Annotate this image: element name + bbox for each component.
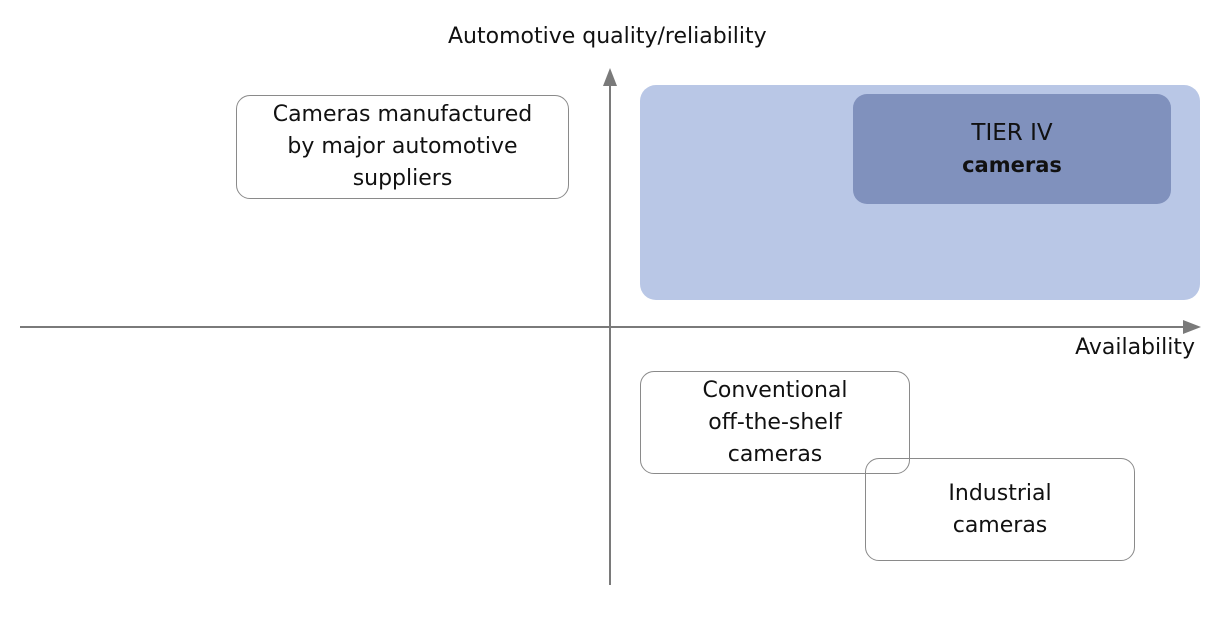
- tier4-title: TIER IV: [971, 120, 1053, 146]
- y-axis-arrowhead: [603, 68, 617, 86]
- major-suppliers-box: Cameras manufactured by major automotive…: [236, 95, 569, 199]
- box-text-line: cameras: [727, 441, 823, 467]
- tier4-cameras-box: TIER IV cameras: [853, 94, 1171, 204]
- conventional-cameras-box: Conventional off-the-shelf cameras: [640, 371, 910, 474]
- industrial-cameras-box: Industrial cameras: [865, 458, 1135, 561]
- box-text-line: off-the-shelf: [708, 409, 842, 435]
- x-axis-label: Availability: [1075, 335, 1195, 360]
- box-text-line: Conventional: [702, 377, 848, 403]
- x-axis-arrowhead: [1183, 320, 1201, 334]
- y-axis-label: Automotive quality/reliability: [448, 24, 767, 49]
- box-text-line: cameras: [952, 512, 1048, 538]
- box-text-line: suppliers: [352, 166, 453, 191]
- tier4-subtitle: cameras: [962, 153, 1062, 177]
- box-text-line: Industrial: [948, 480, 1052, 506]
- box-text-line: Cameras manufactured: [272, 102, 533, 127]
- box-text-line: by major automotive: [287, 134, 518, 159]
